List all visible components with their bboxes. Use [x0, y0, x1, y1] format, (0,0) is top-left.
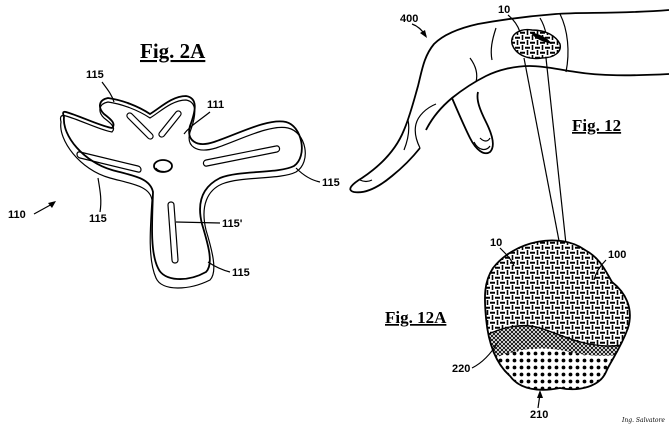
fig-12a-group: Fig. 12A 10 100 220 210 [385, 237, 631, 421]
slot-upper-b [158, 110, 182, 138]
label-10-patch: 10 [490, 237, 502, 249]
label-115-prime: 115' [222, 218, 243, 230]
callout-line-left [523, 57, 561, 247]
label-220: 220 [452, 363, 470, 375]
label-110: 110 [8, 209, 26, 221]
label-115-bottom: 115 [232, 267, 250, 279]
fig-12-title: Fig. 12 [572, 116, 621, 135]
label-10-hand: 10 [498, 4, 510, 16]
insert-body [59, 95, 306, 289]
hand-drawing [349, 9, 669, 194]
slot-left [76, 151, 142, 173]
slot-bottom [167, 201, 179, 264]
label-115-right: 115 [322, 177, 340, 189]
slot-upper-a [126, 112, 154, 140]
label-210: 210 [530, 409, 548, 421]
label-115-left: 115 [89, 213, 107, 225]
fig-12-group: Fig. 12 400 10 [349, 4, 669, 247]
fig-2a-group: Fig. 2A 115 111 115 115 115' 115 [8, 39, 340, 289]
patch-on-hand [511, 28, 561, 60]
label-100: 100 [608, 249, 626, 261]
label-111: 111 [207, 99, 224, 111]
slot-right [202, 145, 281, 167]
signature: Ing. Salvatore [621, 417, 665, 424]
label-400: 400 [400, 13, 418, 25]
callout-line-right [545, 57, 567, 245]
label-115-top: 115 [86, 69, 104, 81]
fig-2a-title: Fig. 2A [140, 39, 206, 63]
fig-12a-title: Fig. 12A [385, 308, 447, 327]
patch-outline [484, 239, 631, 391]
